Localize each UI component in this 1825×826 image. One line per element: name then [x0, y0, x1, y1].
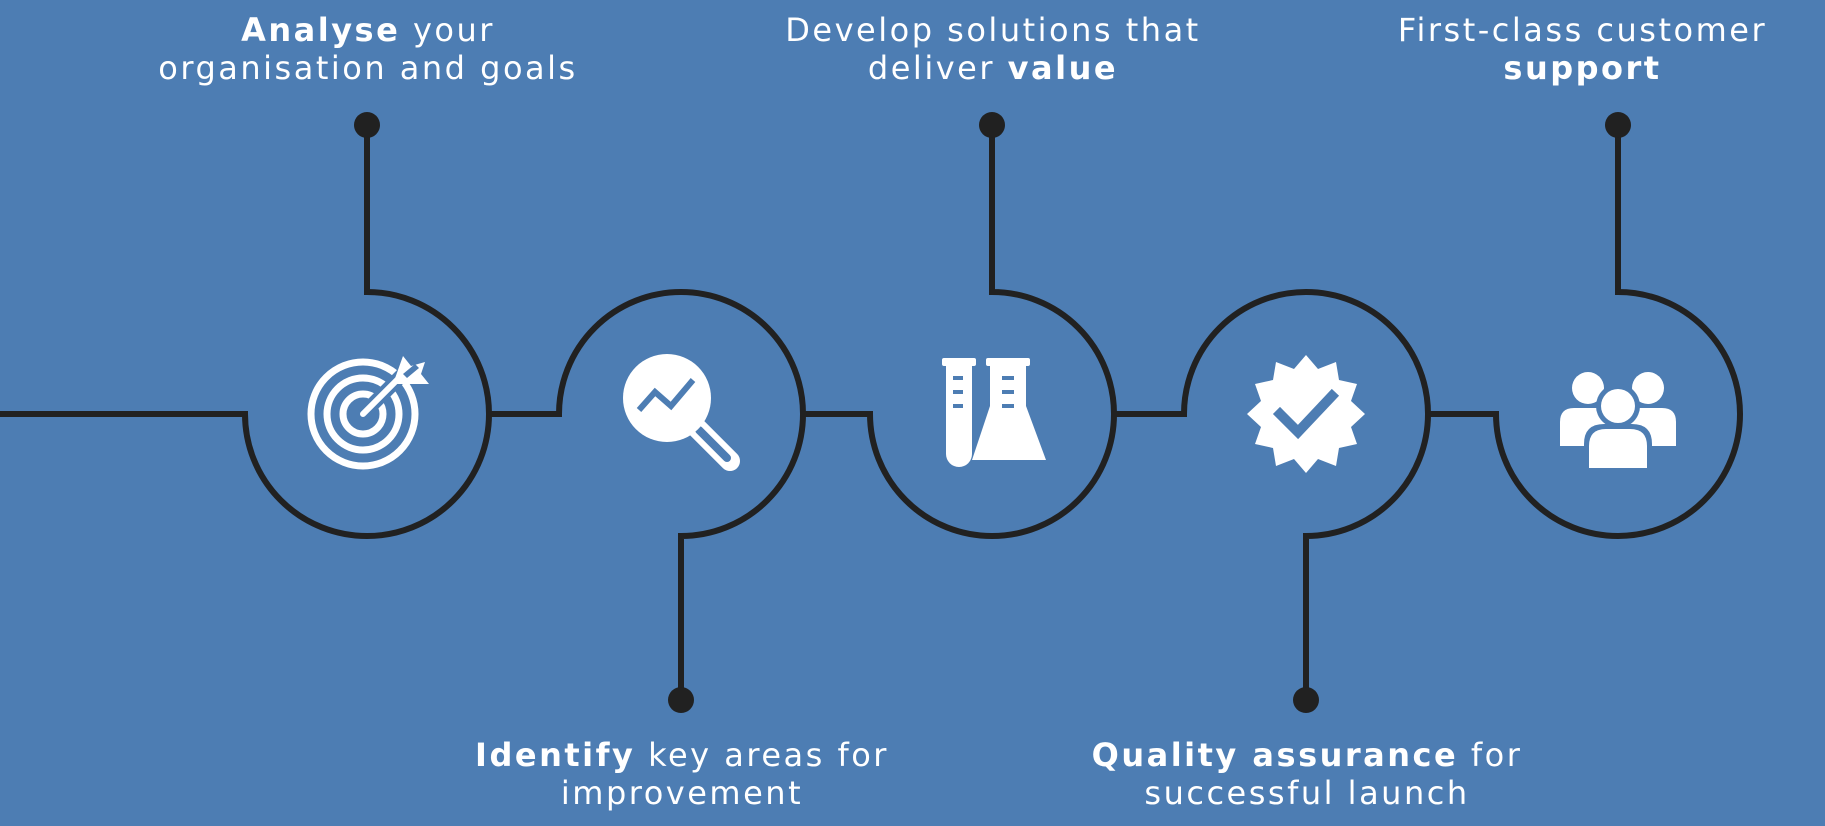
step-label-4: Quality assurance for successful launch — [1067, 736, 1547, 812]
step-label-4-line-1: Quality assurance for — [1091, 736, 1523, 774]
step-label-5-line-2: support — [1503, 49, 1662, 87]
step-label-3-line-2: deliver value — [867, 49, 1119, 87]
connector-dot-2 — [668, 687, 694, 713]
connector-dot-3 — [979, 112, 1005, 138]
magnifier-chart-icon — [623, 354, 740, 471]
connector-dot-1 — [354, 112, 380, 138]
target-icon — [307, 356, 429, 470]
step-label-1: Analyse your organisation and goals — [128, 11, 608, 87]
verified-badge-icon — [1247, 355, 1365, 473]
timeline-path — [0, 125, 1744, 700]
step-label-2-line-2: improvement — [560, 774, 804, 812]
connector-dot-5 — [1605, 112, 1631, 138]
team-people-icon — [1560, 372, 1676, 472]
lab-flask-icon — [942, 358, 1046, 467]
step-label-4-line-2: successful launch — [1144, 774, 1470, 812]
step-label-3-line-1: Develop solutions that — [785, 11, 1201, 49]
step-label-5: First-class customer support — [1340, 11, 1825, 87]
connector-dot-4 — [1293, 687, 1319, 713]
step-label-1-line-1: Analyse your — [241, 11, 495, 49]
step-label-1-line-2: organisation and goals — [158, 49, 578, 87]
step-label-2: Identify key areas for improvement — [442, 736, 922, 812]
step-label-3: Develop solutions that deliver value — [753, 11, 1233, 87]
step-label-2-line-1: Identify key areas for — [475, 736, 889, 774]
step-label-5-line-1: First-class customer — [1397, 11, 1768, 49]
